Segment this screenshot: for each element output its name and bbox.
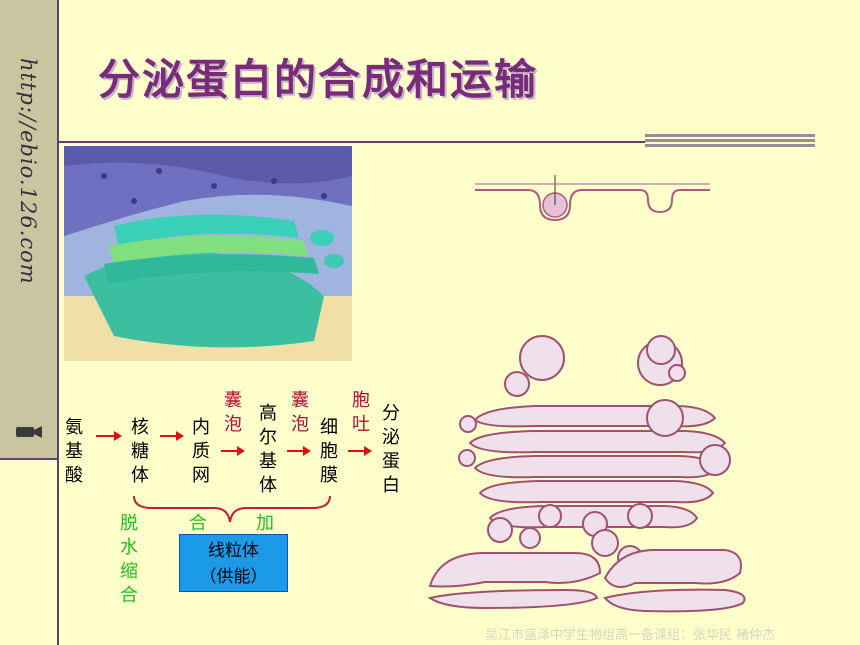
sidebar-bottom: [0, 460, 57, 645]
sidebar-url: http://ebio.126.com: [16, 58, 40, 285]
step-amino-acid: 氨基酸: [62, 417, 83, 489]
step-secretory-protein: 分泌蛋白: [379, 403, 400, 499]
camera-icon: [16, 426, 42, 438]
exocytosis-diagram: [475, 175, 710, 222]
mito-label: 线粒体: [208, 541, 259, 561]
step-golgi: 高尔基体: [256, 403, 277, 499]
sidebar-divider: [57, 0, 59, 645]
transport-vesicle-1: 囊泡: [221, 390, 242, 438]
brace-shape: [133, 495, 331, 523]
slide-title: 分泌蛋白的合成和运输: [98, 55, 539, 104]
golgi-3d-image: [64, 146, 352, 361]
process-dehydration: 脱水缩合: [117, 513, 138, 609]
step-er: 内质网: [189, 417, 210, 489]
transport-exocytosis: 胞吐: [349, 390, 370, 438]
title-rule: [57, 141, 645, 143]
step-cell-membrane: 细胞膜: [317, 417, 338, 489]
transport-vesicle-2: 囊泡: [288, 390, 309, 438]
mitochondria-box: 线粒体 （供能）: [179, 534, 288, 592]
title-accent-bar: [645, 134, 815, 148]
sidebar-separator: [0, 458, 57, 460]
footer-credit: 吴江市盛泽中学生物组高一备课组：张华民 褚仲杰: [485, 628, 776, 643]
step-ribosome: 核糖体: [128, 417, 149, 489]
golgi-section-diagram: [427, 335, 746, 613]
mito-sublabel: （供能）: [199, 567, 268, 587]
sidebar-band: [0, 0, 57, 460]
